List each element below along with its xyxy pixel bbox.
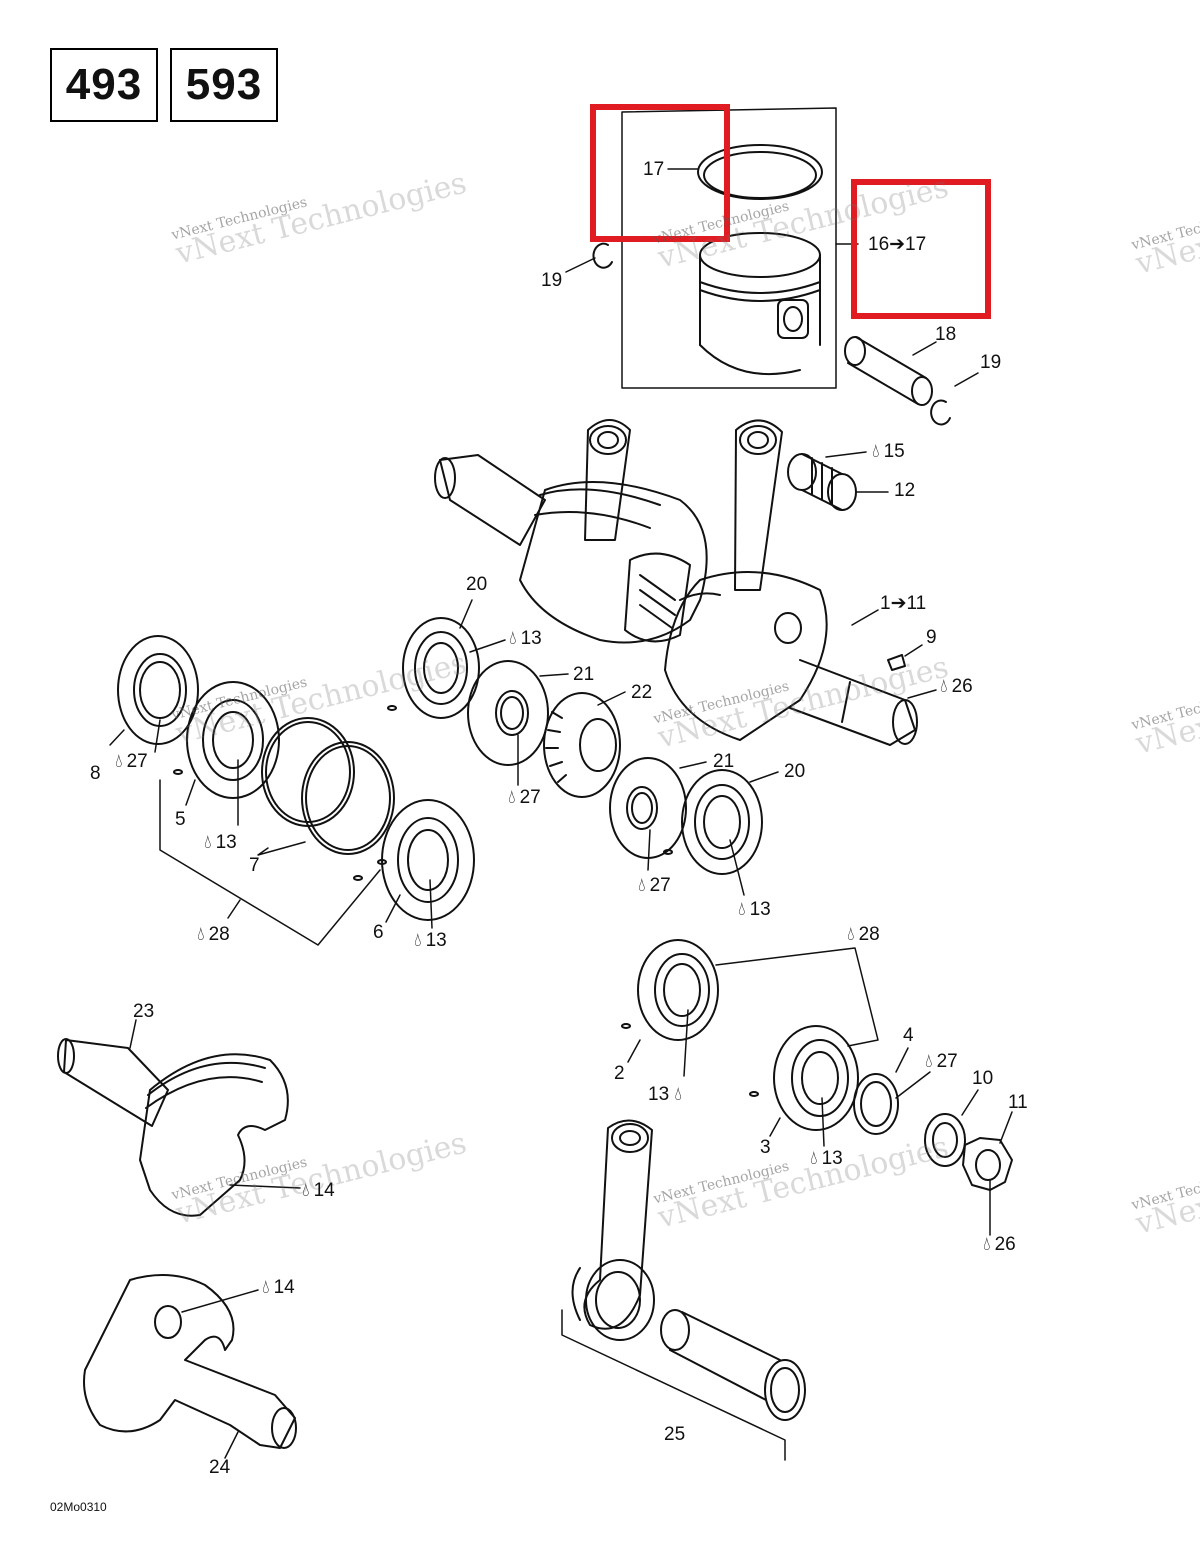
oil-seal-8	[117, 635, 199, 745]
callout-part-14: 💧︎14	[302, 1180, 335, 1201]
nut-11	[962, 1137, 1013, 1191]
callout-part-21: 21	[713, 751, 735, 772]
callout-part-27: 💧︎27	[638, 875, 671, 896]
callout-part-10: 10	[972, 1068, 994, 1089]
callout-part-6: 6	[373, 922, 384, 943]
callout-part-22: 22	[631, 682, 653, 703]
callout-part-7: 7	[249, 855, 260, 876]
callout-part-5: 5	[175, 809, 186, 830]
callout-part-8: 8	[90, 763, 101, 784]
washer-10	[924, 1113, 966, 1167]
crankshaft-assembly	[434, 419, 918, 746]
bearing-2	[637, 939, 719, 1041]
callout-part-20: 20	[466, 574, 488, 595]
callout-part-2: 2	[614, 1063, 625, 1084]
bearing-3	[773, 1025, 859, 1131]
crankshaft-half-23	[57, 1038, 289, 1217]
retaining-rings-7	[261, 717, 395, 855]
callout-part-13: 💧︎13	[810, 1148, 843, 1169]
oil-drop-icon: 💧︎	[925, 1051, 933, 1072]
callout-part-13: 💧︎13	[738, 899, 771, 920]
oil-drop-icon: 💧︎	[983, 1234, 991, 1255]
oil-drop-icon: 💧︎	[197, 924, 205, 945]
callout-part-27: 💧︎27	[115, 751, 148, 772]
circlip-left	[592, 242, 613, 269]
bearing-20-upper	[402, 617, 480, 719]
oil-drop-icon: 💧︎	[872, 441, 880, 462]
oil-drop-icon: 💧︎	[847, 924, 855, 945]
oil-seal-21-upper	[467, 660, 549, 766]
oil-drop-icon: 💧︎	[204, 832, 212, 853]
callout-part-20: 20	[784, 761, 806, 782]
callout-part-13: 💧︎13	[509, 628, 542, 649]
callout-part-23: 23	[133, 1001, 155, 1022]
figure-code: 02Mo0310	[50, 1500, 107, 1514]
callout-part-9: 9	[926, 627, 937, 648]
callout-part-17: 17	[643, 159, 665, 180]
callout-part-11: 11	[1008, 1092, 1028, 1113]
callout-part-25: 25	[664, 1424, 686, 1445]
bearing-20-lower	[681, 769, 763, 875]
oil-drop-icon: 💧︎	[738, 899, 746, 920]
piston-pin	[844, 336, 933, 406]
callout-part-18: 18	[935, 324, 957, 345]
callout-part-1-11: 1➔11	[880, 593, 927, 614]
callout-part-13: 💧︎13	[414, 930, 447, 951]
callout-part-28: 💧︎28	[847, 924, 880, 945]
callout-part-26: 💧︎26	[983, 1234, 1016, 1255]
highlight-box-ring	[590, 104, 730, 242]
oil-drop-icon: 💧︎	[810, 1148, 818, 1169]
connecting-rod-25	[571, 1119, 806, 1421]
callout-part-24: 24	[209, 1457, 231, 1478]
piston-group-frame	[621, 107, 837, 389]
oil-seal-21-lower	[609, 757, 687, 859]
piston-ring	[697, 144, 823, 200]
oil-drop-icon: 💧︎	[509, 628, 517, 649]
callout-part-27: 💧︎27	[508, 787, 541, 808]
model-badge-593: 593	[170, 48, 278, 122]
model-badge-493: 493	[50, 48, 158, 122]
oil-drop-icon: 💧︎	[302, 1180, 310, 1201]
callout-part-21: 21	[573, 664, 595, 685]
callout-part-3: 3	[760, 1137, 771, 1158]
circlip-right	[930, 399, 951, 426]
callout-part-26: 💧︎26	[940, 676, 973, 697]
callout-part-13: 💧︎13	[204, 832, 237, 853]
callout-part-19: 19	[541, 270, 563, 291]
woodruff-key	[887, 654, 906, 671]
needle-bearing	[787, 453, 857, 511]
callout-part-27: 💧︎27	[925, 1051, 958, 1072]
oil-drop-icon: 💧︎	[262, 1277, 270, 1298]
oil-seal-4	[853, 1073, 899, 1135]
highlight-box-piston	[851, 179, 991, 319]
callout-part-19: 19	[980, 352, 1002, 373]
oil-drop-icon: 💧︎	[638, 875, 646, 896]
callout-part-14: 💧︎14	[262, 1277, 295, 1298]
callout-part-12: 12	[894, 480, 916, 501]
oil-drop-icon: 💧︎	[115, 751, 123, 772]
callout-part-15: 💧︎15	[872, 441, 905, 462]
oil-drop-icon: 💧︎	[674, 1084, 683, 1105]
oil-drop-icon: 💧︎	[414, 930, 422, 951]
callout-part-13: 13 💧︎	[648, 1084, 683, 1105]
oil-drop-icon: 💧︎	[940, 676, 948, 697]
crankshaft-half-24	[83, 1274, 297, 1449]
oil-drop-icon: 💧︎	[508, 787, 516, 808]
bearing-5	[186, 681, 280, 799]
callout-part-16-17: 16➔17	[868, 234, 927, 255]
callout-part-4: 4	[903, 1025, 914, 1046]
drive-gear	[543, 692, 621, 798]
piston	[699, 232, 821, 376]
callout-part-28: 💧︎28	[197, 924, 230, 945]
